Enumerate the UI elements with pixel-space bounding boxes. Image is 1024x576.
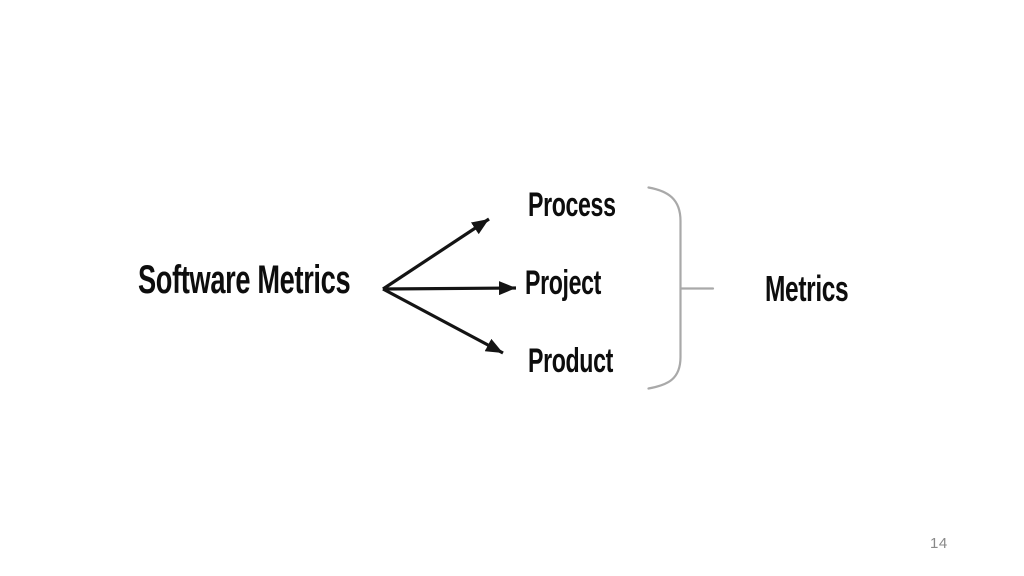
source-label: Software Metrics [138,258,351,302]
arrow-to-product [382,287,504,355]
target-label-product: Product [528,342,613,380]
target-label-process: Process [528,186,616,224]
arrow-to-project [382,281,517,296]
grouping-brace [647,186,682,390]
page-number: 14 [930,535,948,552]
target-label-project: Project [525,264,602,302]
arrow-to-process [382,217,490,291]
group-label-metrics: Metrics [765,268,849,309]
